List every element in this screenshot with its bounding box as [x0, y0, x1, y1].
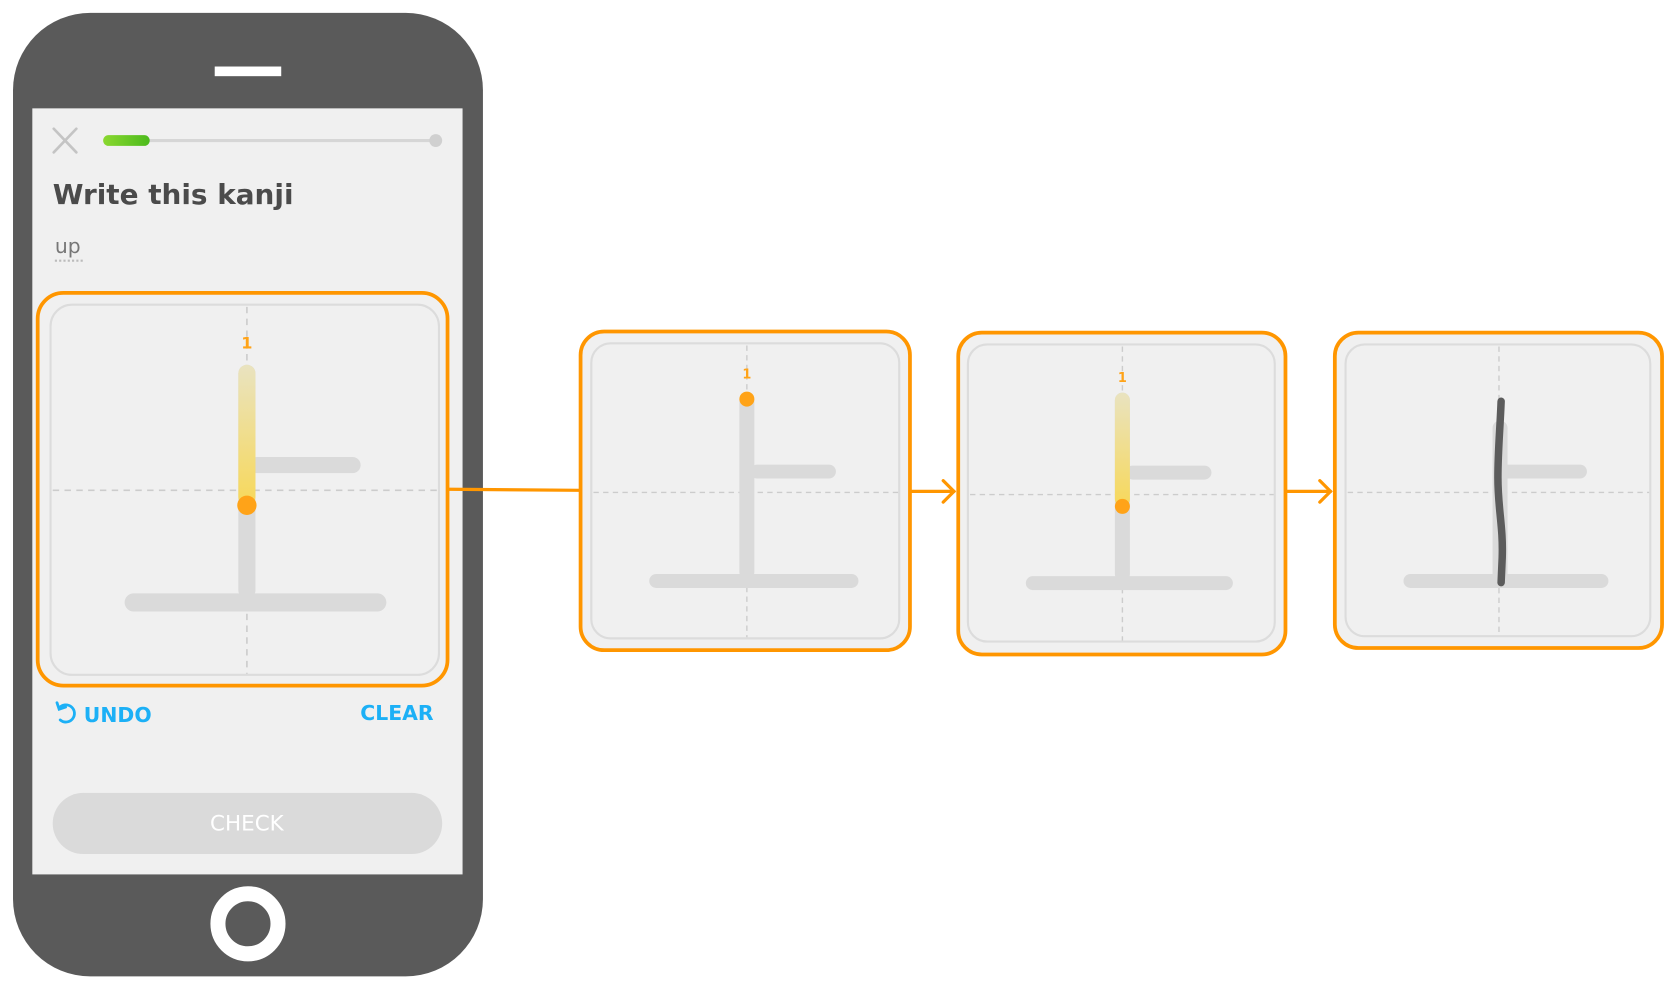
close-icon[interactable] [52, 127, 78, 154]
progress-bar [103, 134, 443, 147]
drawing-canvas[interactable]: 1 [35, 291, 450, 688]
stroke-animation-trail [238, 364, 256, 506]
svg-text:UNDO: UNDO [84, 703, 152, 727]
guide-stroke-horizontal-short [249, 457, 361, 474]
speaker-slot [214, 66, 282, 77]
stroke-cursor-dot [237, 495, 257, 515]
stroke-number: 1 [1118, 371, 1127, 386]
step-frame-drawn [1332, 330, 1664, 650]
stroke-number: 1 [241, 334, 252, 353]
progress-fill [103, 135, 150, 146]
stroke-number: 1 [742, 368, 751, 383]
flow-connector [446, 479, 1333, 504]
guide-stroke-bottom [124, 593, 387, 612]
check-button[interactable]: CHECK [52, 792, 443, 855]
page-title: Write this kanji [53, 178, 294, 211]
home-button-icon[interactable] [210, 886, 286, 962]
clear-button[interactable]: CLEAR [360, 701, 434, 725]
undo-button[interactable]: UNDO [55, 701, 152, 727]
step-frame-animating: 1 [956, 330, 1288, 657]
stroke-start-dot [739, 391, 755, 407]
prompt-word[interactable]: up [55, 234, 81, 258]
stroke-cursor-dot [1114, 498, 1130, 514]
svg-text:CHECK: CHECK [210, 811, 285, 836]
step-frame-start: 1 [578, 329, 912, 653]
user-drawn-stroke [1494, 397, 1507, 587]
undo-icon [55, 701, 76, 724]
